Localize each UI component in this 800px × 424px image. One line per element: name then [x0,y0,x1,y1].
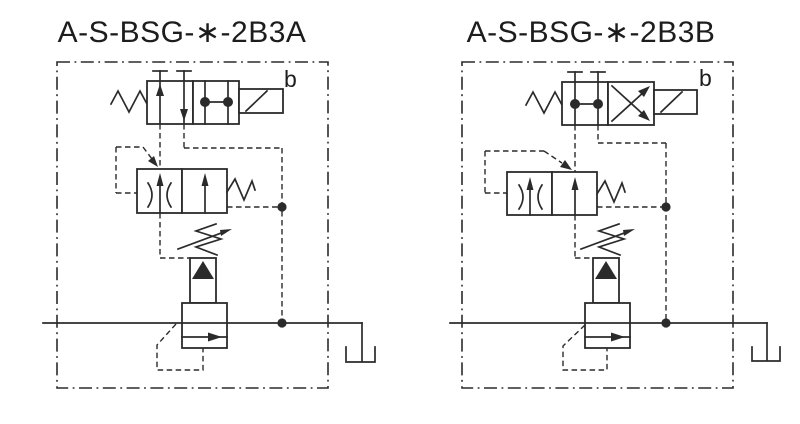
down-flow-arrowhead [180,109,188,121]
valve-position-box-arrows [146,80,194,125]
up-flow-arrowhead [156,84,164,96]
adjustable-spring [193,222,224,257]
pilot-selector-valve [506,171,627,216]
flow-arrowhead [526,177,534,190]
throttle-arc [537,183,544,211]
junction-dot [277,318,287,328]
tank-symbol [751,346,781,362]
flow-arrowhead [156,173,164,186]
pilot-poppet-body [592,257,620,304]
cross-flow-arrowhead [638,86,650,97]
throttle-arc [517,183,524,211]
junction-dot [661,318,671,328]
throttle-arc [166,181,173,209]
drain-line [562,324,608,371]
plugged-port-dot [223,97,233,107]
poppet-cone [192,261,214,279]
main-line [449,318,781,362]
enclosure-boundary [56,61,329,389]
main-valve-body [181,302,228,349]
flow-arrowhead [571,177,579,190]
solenoid-label: b [699,65,712,91]
pilot-selector-valve [136,168,257,214]
solenoid-label: b [284,66,297,92]
solenoid-coil [238,88,284,114]
return-spring [595,179,627,205]
junction-dot [277,202,287,212]
main-relief-valve [584,302,631,349]
pilot-relief-valve [579,222,635,304]
plugged-port-dot [593,99,603,109]
flow-arrowhead [208,332,222,342]
poppet-cone [595,261,617,279]
tank-symbol [345,346,376,363]
solenoid-coil [653,89,698,115]
diagram-title-2b3b: A-S-BSG-∗-2B3B [467,16,716,49]
main-valve-body [584,302,631,349]
cross-flow-arrowhead [638,110,650,121]
junction-dot [661,202,671,212]
main-relief-valve [181,302,228,349]
throttle-arc [146,181,153,209]
flow-arrowhead [201,173,209,186]
diagram-title-2b3a: A-S-BSG-∗-2B3A [58,16,307,49]
diagram-2b3a: A-S-BSG-∗-2B3A [42,16,376,389]
flow-arrowhead [611,332,625,342]
pilot-arrowhead [560,160,572,170]
drain-line [156,323,204,371]
return-spring [109,89,149,114]
return-spring [524,90,564,115]
solenoid-pilot-valve: b [109,66,297,125]
pilot-lines [484,125,671,323]
pilot-relief-valve [176,222,232,304]
adjust-arrowhead [220,229,232,236]
plugged-port-dot [200,97,210,107]
pilot-arrowhead [148,156,158,167]
diagram-2b3b: A-S-BSG-∗-2B3B [449,16,781,389]
adjustable-spring [596,222,627,257]
return-spring [225,177,257,203]
adjust-arrowhead [623,229,635,236]
main-line [42,318,376,363]
enclosure-boundary [461,61,734,389]
solenoid-pilot-valve: b [524,65,712,126]
pilot-lines [115,124,287,323]
plugged-port-dot [570,99,580,109]
